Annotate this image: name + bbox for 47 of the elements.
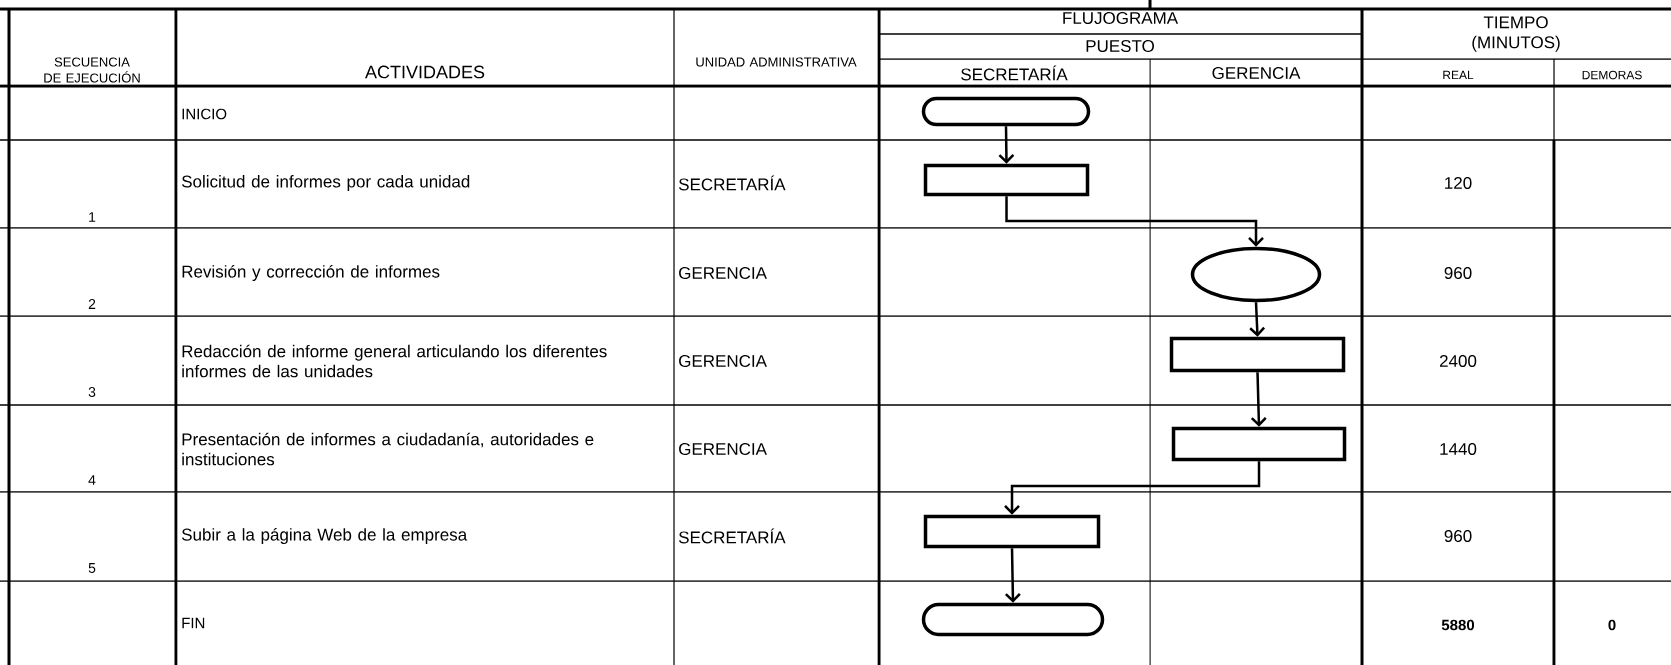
column-header: DEMORAS [1582,70,1642,80]
arrow [1005,196,1264,247]
arrow [1004,461,1261,515]
process-box [923,163,1090,197]
column-header: TIEMPO (MINUTOS) [1472,16,1560,52]
cell-text: 960 [1444,267,1472,279]
cell-text: Presentación de informes a ciudadanía, autoridades e instituciones [182,432,594,466]
cell-text: INICIO [182,108,227,120]
cell-text: Subir a la página Web de la empresa [181,528,468,544]
cell-text: 4 [88,475,96,485]
ellipse-shape [1190,246,1322,303]
cell-text: 960 [1444,530,1472,542]
cell-text: SECRETARÍA [679,528,786,544]
cell-text: 0 [1608,619,1616,631]
process-box [1169,336,1346,373]
column-header: SECRETARÍA [961,65,1068,81]
arrow [1250,372,1267,427]
cell-text: Redacción de informe general articulando los diferentes informes de las unidades [182,344,607,378]
cell-text: 5880 [1441,619,1475,631]
arrow [1249,302,1266,337]
cell-text: 2400 [1439,355,1477,367]
cell-text: SECRETARÍA [679,175,786,191]
cell-text: FIN [182,617,205,629]
column-header: GERENCIA [1212,67,1301,79]
process-box [923,514,1101,549]
arrow [998,126,1015,164]
column-header: FLUJOGRAMA [1063,12,1179,24]
cell-text: 1 [89,212,96,222]
arrow [1005,548,1021,603]
process-box [1171,426,1347,462]
column-header: PUESTO [1086,40,1154,52]
cell-text: 5 [88,563,96,573]
column-header: REAL [1443,70,1474,80]
cell-text: GERENCIA [679,267,767,279]
cell-text: 120 [1445,177,1472,189]
column-header: UNIDAD ADMINISTRATIVA [696,57,857,67]
cell-text: 3 [88,387,96,397]
cell-text: 2 [88,299,96,309]
cell-text: Revisión y corrección de informes [182,265,440,281]
cell-text: Solicitud de informes por cada unidad [181,175,470,191]
cell-text: GERENCIA [679,443,767,455]
column-header: ACTIVIDADES [365,65,485,79]
terminal-shape [921,602,1105,637]
terminal-shape [921,96,1091,127]
cell-text: 1440 [1440,443,1477,455]
column-header: SECUENCIA DE EJECUCIÓN [44,57,140,83]
cell-text: GERENCIA [679,355,767,367]
